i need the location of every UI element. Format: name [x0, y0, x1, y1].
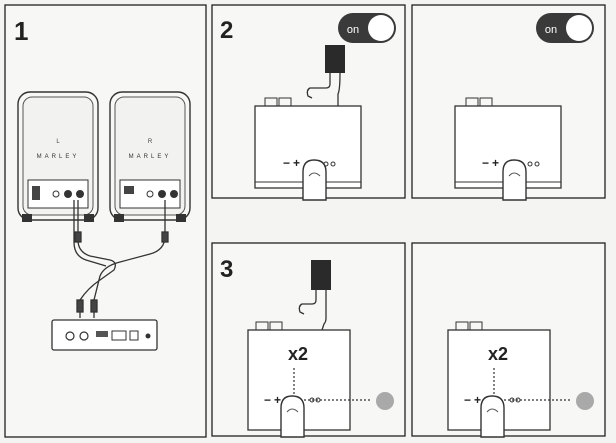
led-indicator-a [376, 392, 394, 410]
left-brand-label: MARLEY [37, 154, 80, 160]
left-channel-label: L [56, 139, 60, 145]
left-speaker: L MARLEY [17, 91, 99, 222]
finger-press-b [502, 159, 527, 201]
svg-text:−: − [464, 393, 471, 407]
svg-text:on: on [347, 24, 359, 36]
step-number-1: 1 [14, 16, 28, 46]
right-channel-label: R [148, 139, 153, 145]
svg-text:−: − [283, 156, 290, 170]
finger-press-c [280, 395, 305, 438]
rca-cables [73, 200, 169, 318]
svg-text:−: − [482, 156, 489, 170]
panel-step-1 [4, 4, 207, 438]
press-twice-label-b: x2 [488, 344, 508, 364]
source-device [51, 319, 158, 351]
power-toggle-on-a: on [338, 13, 396, 43]
svg-text:on: on [545, 24, 557, 36]
right-brand-label: MARLEY [129, 154, 172, 160]
svg-text:−: − [264, 393, 271, 407]
power-toggle-on-b: on [536, 13, 594, 43]
svg-text:+: + [293, 156, 300, 170]
step-number-3: 3 [220, 256, 233, 283]
step-number-2: 2 [220, 17, 233, 44]
finger-press-d [480, 395, 505, 438]
led-indicator-b [576, 392, 594, 410]
svg-text:+: + [474, 393, 481, 407]
svg-text:+: + [274, 393, 281, 407]
power-adapter-a [306, 45, 345, 106]
finger-press-a [302, 159, 327, 201]
svg-text:+: + [492, 156, 499, 170]
press-twice-label-a: x2 [288, 344, 308, 364]
right-speaker: R MARLEY [109, 91, 191, 222]
power-adapter-c [298, 260, 331, 331]
